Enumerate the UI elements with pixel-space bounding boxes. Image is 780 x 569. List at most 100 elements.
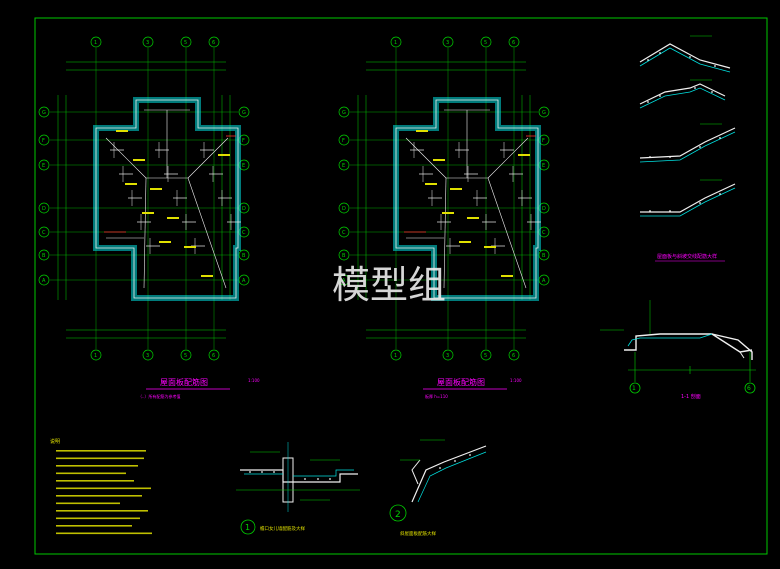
axis-bubble	[508, 36, 520, 48]
plan-left-title: 屋面板配筋图	[160, 377, 208, 387]
axis-label: B	[342, 253, 346, 259]
rebar-label-mark	[518, 154, 530, 156]
rebar-label-mark	[425, 183, 437, 185]
axis-bubble	[480, 36, 492, 48]
axis-bubble	[338, 274, 350, 286]
axis-label: E	[42, 163, 45, 169]
note-line	[56, 480, 134, 482]
axis-label: 3	[146, 353, 149, 359]
axis-bubble	[442, 349, 454, 361]
rebar-label-mark	[218, 154, 230, 156]
note-line	[56, 517, 140, 520]
rebar-label-mark	[133, 159, 145, 161]
axis-label: 5	[184, 40, 187, 46]
detail-2-slope-slab	[389, 439, 487, 522]
detail-1-title: 檐口女儿墙配筋及大样	[260, 525, 305, 532]
axis-bubble	[38, 134, 50, 146]
rebar-label-mark	[459, 241, 471, 243]
axis-bubble	[338, 159, 350, 171]
axis-label: C	[242, 230, 246, 236]
rebar-label-mark	[167, 217, 179, 219]
axis-bubble	[238, 106, 250, 118]
rebar-label-mark	[442, 212, 454, 214]
rebar-label-mark	[150, 188, 162, 190]
axis-label: 6	[512, 353, 515, 359]
ridge-details	[639, 35, 736, 217]
detail-2-title: 斜屋面板配筋大样	[400, 530, 436, 537]
axis-label: 5	[484, 353, 487, 359]
roof-hip-line	[105, 137, 147, 179]
axis-label: 6	[212, 40, 215, 46]
rebar-label-mark	[201, 275, 213, 277]
notes-heading: 说明	[50, 438, 60, 445]
axis-label: A	[42, 278, 46, 284]
axis-bubble	[480, 349, 492, 361]
axis-label: D	[342, 206, 346, 212]
axis-bubble	[338, 134, 350, 146]
roof-edge-line	[95, 99, 239, 299]
drawing-frame	[34, 17, 768, 555]
axis-label: E	[342, 163, 345, 169]
plan-right-title: 屋面板配筋图	[437, 377, 485, 387]
rebar-label-mark	[116, 130, 128, 132]
axis-bubble	[38, 202, 50, 214]
axis-bubble	[338, 202, 350, 214]
rebar-label-mark	[125, 183, 137, 185]
axis-label: G	[242, 110, 246, 116]
axis-label: B	[242, 253, 246, 259]
note-line	[56, 450, 146, 452]
note-line	[56, 495, 142, 497]
roof-hip-line	[487, 177, 527, 289]
axis-bubble	[38, 106, 50, 118]
axis-label: C	[542, 230, 546, 236]
plan-left-scale: 1:100	[248, 378, 260, 383]
axis-label: 5	[184, 353, 187, 359]
axis-bubble	[180, 36, 192, 48]
section-title: 1-1 剖面	[681, 393, 701, 400]
note-line	[56, 525, 132, 527]
axis-label: 3	[446, 40, 449, 46]
axis-label: D	[542, 206, 546, 212]
rebar-label-mark	[450, 188, 462, 190]
axis-label: 1	[94, 40, 97, 46]
axis-label: D	[42, 206, 46, 212]
axis-label: B	[542, 253, 546, 259]
section-axis-left: 1	[632, 385, 636, 392]
axis-bubble	[90, 36, 102, 48]
section-1-1	[600, 300, 756, 394]
detail-1-eave-parapet	[236, 442, 360, 535]
note-line	[56, 532, 152, 535]
roof-hip-line	[187, 137, 229, 179]
rebar-label-mark	[501, 275, 513, 277]
note-line	[56, 457, 144, 460]
axis-bubble	[38, 226, 50, 238]
roof-hip-line	[405, 137, 447, 179]
axis-label: 6	[512, 40, 515, 46]
section-axis-right: 6	[747, 385, 751, 392]
axis-bubble	[180, 349, 192, 361]
axis-label: 3	[446, 353, 449, 359]
axis-label: B	[42, 253, 46, 259]
axis-bubble	[208, 349, 220, 361]
axis-bubble	[442, 36, 454, 48]
plan-left-subtitle: （..）所有配筋为参考值	[138, 393, 181, 399]
axis-bubble	[538, 106, 550, 118]
axis-label: E	[242, 163, 245, 169]
axis-bubble	[208, 36, 220, 48]
axis-label: A	[242, 278, 246, 284]
rebar-label-mark	[416, 130, 428, 132]
axis-bubble	[338, 226, 350, 238]
axis-label: E	[542, 163, 545, 169]
axis-label: A	[542, 278, 546, 284]
axis-label: G	[342, 110, 346, 116]
rebar-label-mark	[142, 212, 154, 214]
detail-2-number: 2	[395, 510, 401, 520]
notes-block	[56, 450, 152, 535]
axis-bubble	[142, 349, 154, 361]
note-line	[56, 487, 151, 490]
note-line	[56, 465, 138, 467]
axis-bubble	[142, 36, 154, 48]
plan-right-scale: 1:100	[510, 378, 522, 383]
axis-label: F	[242, 138, 245, 144]
